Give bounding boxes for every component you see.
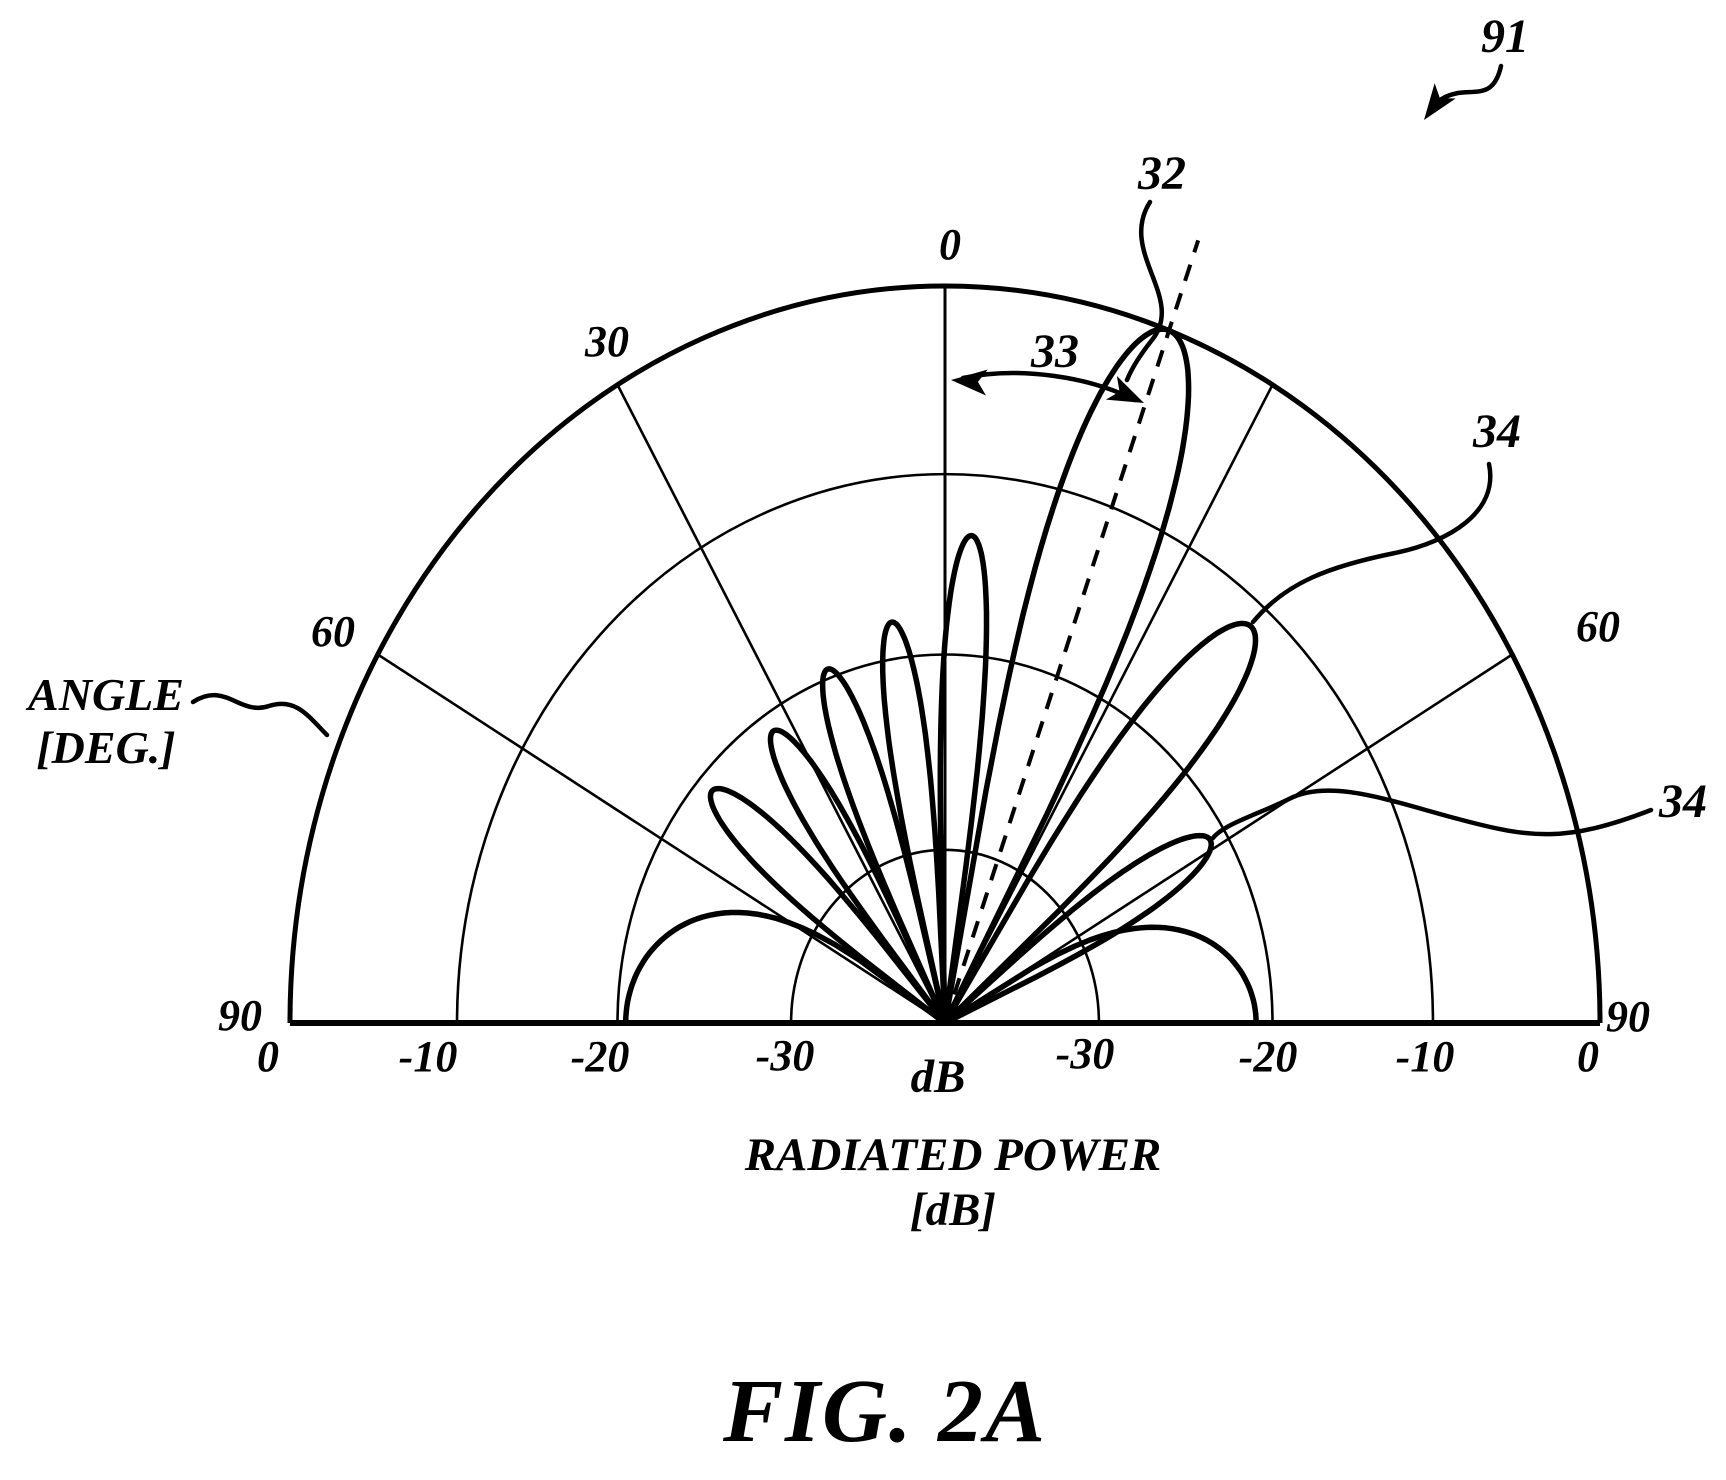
db-tick-label--30: -30: [756, 1031, 815, 1080]
ref-label-ref-91: 91: [1481, 10, 1529, 63]
outer-boundary-arc: [287, 283, 1603, 1024]
db-tick-label-0: 0: [257, 1032, 279, 1081]
angle-axis-title: ANGLE [DEG.]: [18, 668, 194, 775]
angle-tick-label-90: 90: [218, 991, 262, 1040]
lobe-grating-lobe-34-58.5deg: [943, 832, 1214, 1024]
ref-label-ref-34b: 34: [1658, 775, 1707, 828]
lobe-sidelobe--33.5deg: [767, 727, 948, 1024]
angle-tick-label-60: 60: [1576, 602, 1620, 651]
power-axis-title-line1: RADIATED POWER: [744, 1129, 1162, 1181]
figure-caption: FIG. 2A: [722, 1362, 1048, 1461]
angle-tick-label-90: 90: [1606, 992, 1650, 1041]
lobe-grating-lobe-34-41deg: [942, 620, 1259, 1024]
ref-label-ref-34a: 34: [1472, 405, 1521, 458]
power-axis-title: RADIATED POWER [dB]: [693, 1128, 1213, 1237]
db-tick-label--30: -30: [1056, 1029, 1115, 1078]
leader-ref-32: [1124, 199, 1165, 383]
angle-axis-title-line2: [DEG.]: [36, 722, 176, 774]
angle-tick-label-0: 0: [939, 220, 961, 269]
angle-tick-label-60: 60: [311, 607, 355, 656]
db-tick-label-0: 0: [1577, 1032, 1599, 1081]
leader-ref-34b: [1210, 788, 1654, 841]
db-tick-label--20: -20: [1239, 1032, 1298, 1081]
grid-spoke--30deg: [616, 384, 947, 1024]
power-axis-title-line2: [dB]: [909, 1183, 997, 1236]
db-tick-label--10: -10: [1396, 1032, 1455, 1081]
arrowhead-ref-91: [1424, 83, 1456, 120]
leader-ref-34a: [1250, 461, 1493, 625]
db-tick-label--10: -10: [399, 1032, 458, 1081]
arrowhead-ref-33: [951, 369, 988, 396]
db-tick-label--20: -20: [571, 1032, 630, 1081]
arrowhead-ref-33: [1105, 376, 1144, 403]
angle-axis-title-line1: ANGLE: [28, 669, 184, 720]
db-center-label: dB: [911, 1051, 966, 1103]
grid-spoke--60deg: [377, 653, 946, 1025]
lobe-sidelobe--8.5deg: [879, 619, 948, 1024]
leader-ref-33: [960, 370, 1138, 403]
angle-tick-label-30: 30: [584, 317, 629, 366]
lobe-sidelobe--48.5deg: [707, 785, 948, 1024]
ref-label-ref-33: 33: [1030, 325, 1079, 378]
ref-label-ref-32: 32: [1137, 147, 1186, 200]
lobe-sidelobe-3.5deg: [937, 532, 990, 1024]
lobe-sidelobe--20.5deg: [819, 666, 948, 1024]
leader-angle-axis-leader: [190, 693, 330, 738]
